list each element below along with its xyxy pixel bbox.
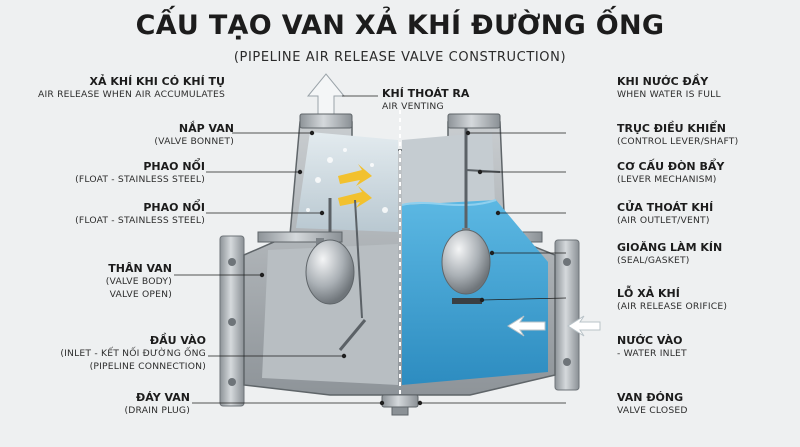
water-inlet-arrows <box>507 315 601 337</box>
page-title: CẤU TẠO VAN XẢ KHÍ ĐƯỜNG ỐNG <box>135 10 665 41</box>
state-title: XẢ KHÍ KHI CÓ KHÍ TỤ <box>89 75 225 88</box>
label-title: VAN ĐÓNG <box>617 391 684 404</box>
air-chamber-left <box>296 132 398 232</box>
label-title: GIOĂNG LÀM KÍN <box>617 241 723 254</box>
label-title: LỖ XẢ KHÍ <box>617 287 680 300</box>
label-desc: (VALVE BONNET) <box>154 136 234 147</box>
label-desc: (SEAL/GASKET) <box>617 255 690 266</box>
label-title: PHAO NỔI <box>143 160 205 173</box>
outlet-flange <box>554 239 580 391</box>
label-desc: (FLOAT - STAINLESS STEEL) <box>75 174 205 185</box>
label-desc: (LEVER MECHANISM) <box>617 174 717 185</box>
label-title: ĐÁY VAN <box>136 391 190 404</box>
inlet-label: ĐẦU VÀO (INLET - KẾT NỐI ĐƯỜNG ỐNG (PIPE… <box>60 334 206 373</box>
label-title: TRỤC ĐIỀU KHIỂN <box>617 122 726 135</box>
label-desc: (AIR RELEASE ORIFICE) <box>617 301 728 312</box>
state-desc: AIR RELEASE WHEN AIR ACCUMULATES <box>37 89 225 100</box>
label-title: CỬA THOÁT KHÍ <box>617 201 714 214</box>
lever-mechanism <box>338 199 367 351</box>
water-full-state-label: KHI NƯỚC ĐẦY WHEN WATER IS FULL <box>617 75 721 101</box>
label-desc: (FLOAT - STAINLESS STEEL) <box>75 215 205 226</box>
lever-label: CƠ CẤU ĐÒN BẨY (LEVER MECHANISM) <box>617 160 724 186</box>
label-desc: (PIPELINE CONNECTION) <box>89 361 206 372</box>
label-title: NƯỚC VÀO <box>617 334 683 347</box>
label-desc: (AIR OUTLET/VENT) <box>617 215 710 226</box>
air-vent-arrow <box>306 73 346 119</box>
inlet-flange <box>219 235 245 407</box>
seal-label: GIOĂNG LÀM KÍN (SEAL/GASKET) <box>617 241 722 267</box>
float-right <box>441 228 491 295</box>
body-label: THÂN VAN (VALVE BODY) VALVE OPEN) <box>106 262 172 301</box>
label-desc: VALVE OPEN) <box>109 289 172 300</box>
air-release-orifice <box>452 298 482 304</box>
vent-label: CỬA THOÁT KHÍ (AIR OUTLET/VENT) <box>617 201 713 227</box>
page-subtitle: (PIPELINE AIR RELEASE VALVE CONSTRUCTION… <box>233 50 567 65</box>
drain-label: ĐÁY VAN (DRAIN PLUG) <box>125 391 191 417</box>
air-flow-arrow <box>338 186 372 208</box>
label-desc: (DRAIN PLUG) <box>124 405 190 416</box>
label-title: ĐẦU VÀO <box>149 334 206 347</box>
orifice-label: LỖ XẢ KHÍ (AIR RELEASE ORIFICE) <box>617 287 727 313</box>
state-title: KHI NƯỚC ĐẦY <box>617 75 709 88</box>
shaft-label: TRỤC ĐIỀU KHIỂN (CONTROL LEVER/SHAFT) <box>617 122 738 148</box>
label-title: CƠ CẤU ĐÒN BẨY <box>617 160 725 173</box>
venting-desc: AIR VENTING <box>382 101 444 112</box>
air-flow-arrow <box>338 164 372 186</box>
float-label-1: PHAO NỔI (FLOAT - STAINLESS STEEL) <box>75 160 205 186</box>
air-release-state-label: XẢ KHÍ KHI CÓ KHÍ TỤ AIR RELEASE WHEN AI… <box>38 75 225 101</box>
drain-plug <box>381 394 419 416</box>
air-venting-label: KHÍ THOÁT RA AIR VENTING <box>382 87 469 113</box>
state-desc: WHEN WATER IS FULL <box>617 89 721 100</box>
label-title: THÂN VAN <box>108 262 172 275</box>
float-label-2: PHAO NỔI (FLOAT - STAINLESS STEEL) <box>75 201 205 227</box>
water-inlet-label: NƯỚC VÀO - WATER INLET <box>617 334 687 360</box>
label-desc: - WATER INLET <box>617 348 687 359</box>
water-chamber-right <box>401 132 548 385</box>
leader-lines <box>174 95 567 406</box>
bonnet-label: NẮP VAN (VALVE BONNET) <box>154 122 234 148</box>
lower-chamber-left <box>262 244 398 385</box>
label-desc: (INLET - KẾT NỐI ĐƯỜNG ỐNG <box>60 348 206 359</box>
float-left <box>305 238 355 305</box>
venting-title: KHÍ THOÁT RA <box>382 87 470 100</box>
label-desc: (VALVE BODY) <box>105 276 172 287</box>
label-desc: (CONTROL LEVER/SHAFT) <box>617 136 739 147</box>
label-desc: VALVE CLOSED <box>617 405 688 416</box>
label-title: PHAO NỔI <box>143 201 205 214</box>
label-title: NẮP VAN <box>178 122 234 135</box>
valve-closed-label: VAN ĐÓNG VALVE CLOSED <box>617 391 688 417</box>
